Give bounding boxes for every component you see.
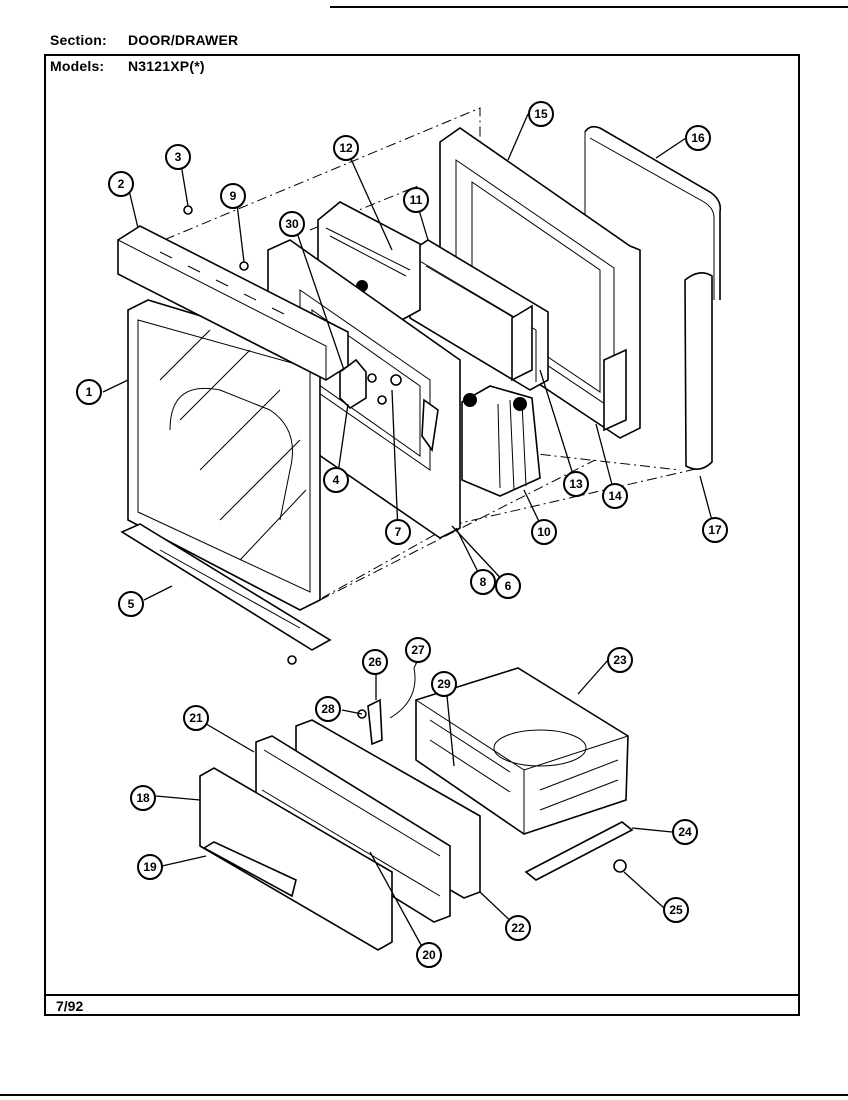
drawer-front-panel-part <box>199 767 393 951</box>
callout-26: 26 <box>362 649 388 675</box>
svg-text:24: 24 <box>678 825 692 839</box>
callout-10: 10 <box>531 519 557 545</box>
insulation-batt-part <box>461 385 541 497</box>
svg-text:3: 3 <box>175 150 182 164</box>
svg-text:19: 19 <box>143 860 157 874</box>
section-value: DOOR/DRAWER <box>128 32 239 48</box>
svg-text:1: 1 <box>86 385 93 399</box>
svg-text:30: 30 <box>285 217 299 231</box>
outer-door-glass-part <box>127 299 321 611</box>
svg-text:17: 17 <box>708 523 722 537</box>
callout-28: 28 <box>315 696 341 722</box>
models-value: N3121XP(*) <box>128 58 205 74</box>
section-label: Section: <box>50 32 107 48</box>
svg-text:25: 25 <box>669 903 683 917</box>
svg-text:23: 23 <box>613 653 627 667</box>
inner-door-frame-part <box>439 127 641 439</box>
callout-20: 20 <box>416 942 442 968</box>
callout-29: 29 <box>431 671 457 697</box>
svg-text:26: 26 <box>368 655 382 669</box>
callout-3: 3 <box>165 144 191 170</box>
door-hinge-part <box>339 358 367 410</box>
callout-14: 14 <box>602 483 628 509</box>
svg-text:6: 6 <box>505 579 512 593</box>
callout-6: 6 <box>495 573 521 599</box>
svg-text:14: 14 <box>608 489 622 503</box>
callout-22: 22 <box>505 915 531 941</box>
callout-21: 21 <box>183 705 209 731</box>
diagram-frame <box>44 54 800 1016</box>
callout-24: 24 <box>672 819 698 845</box>
models-label: Models: <box>50 58 105 74</box>
callout-7: 7 <box>385 519 411 545</box>
svg-text:16: 16 <box>691 131 705 145</box>
svg-text:27: 27 <box>411 643 425 657</box>
callout-18: 18 <box>130 785 156 811</box>
svg-text:11: 11 <box>410 193 423 207</box>
door-bottom-trim-part <box>120 523 332 651</box>
footer-date: 7/92 <box>56 998 84 1014</box>
section-header: Section: DOOR/DRAWER <box>50 32 238 48</box>
svg-text:20: 20 <box>422 948 436 962</box>
callout-4: 4 <box>323 467 349 493</box>
callout-9: 9 <box>220 183 246 209</box>
callout-17: 17 <box>702 517 728 543</box>
svg-text:12: 12 <box>339 141 353 155</box>
door-top-trim-part <box>117 225 349 381</box>
callout-15: 15 <box>528 101 554 127</box>
svg-text:21: 21 <box>189 711 203 725</box>
svg-text:22: 22 <box>511 921 525 935</box>
svg-text:29: 29 <box>437 677 451 691</box>
callout-25: 25 <box>663 897 689 923</box>
callout-16: 16 <box>685 125 711 151</box>
callout-19: 19 <box>137 854 163 880</box>
callout-13: 13 <box>563 471 589 497</box>
svg-text:13: 13 <box>569 477 583 491</box>
callout-1: 1 <box>76 379 102 405</box>
drawer-bracket-part <box>367 659 419 746</box>
callout-12: 12 <box>333 135 359 161</box>
callout-5: 5 <box>118 591 144 617</box>
svg-text:4: 4 <box>333 473 340 487</box>
svg-text:5: 5 <box>128 597 135 611</box>
callout-30: 30 <box>279 211 305 237</box>
callout-23: 23 <box>607 647 633 673</box>
svg-text:28: 28 <box>321 702 335 716</box>
callout-8: 8 <box>470 569 496 595</box>
models-header: Models: N3121XP(*) <box>50 58 205 74</box>
svg-text:18: 18 <box>136 791 150 805</box>
callout-2: 2 <box>108 171 134 197</box>
top-rule <box>330 6 848 8</box>
callout-11: 11 <box>403 187 429 213</box>
door-insulation-part <box>684 272 713 470</box>
svg-text:15: 15 <box>534 107 548 121</box>
footer-divider <box>44 994 800 996</box>
door-gasket-part <box>584 125 722 300</box>
svg-text:8: 8 <box>480 575 487 589</box>
svg-text:9: 9 <box>230 189 237 203</box>
callout-27: 27 <box>405 637 431 663</box>
svg-text:7: 7 <box>395 525 402 539</box>
glass-pack-part <box>409 239 549 391</box>
drawer-body-part <box>415 667 629 835</box>
svg-text:2: 2 <box>118 177 125 191</box>
drawer-rail-part <box>524 821 634 881</box>
svg-text:10: 10 <box>537 525 551 539</box>
bottom-rule <box>0 1094 848 1096</box>
